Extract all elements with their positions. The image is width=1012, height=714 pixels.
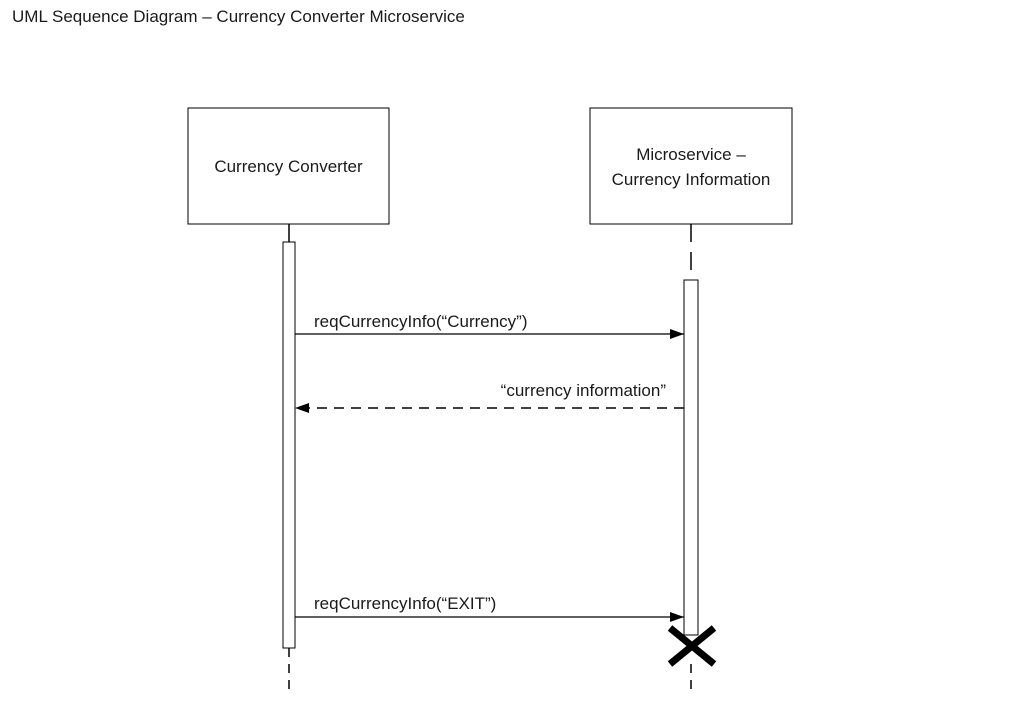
lifeline-currency-converter: Currency Converter — [187, 107, 390, 696]
message-label-req-currency: reqCurrencyInfo(“Currency”) — [314, 312, 528, 331]
lifeline-name-microservice-line2: Currency Information — [612, 170, 771, 189]
message-return-currency-information: “currency information” — [295, 381, 684, 413]
lifeline-name-microservice-line1: Microservice – — [636, 145, 746, 164]
destruction-x-icon — [667, 625, 717, 667]
message-label-req-exit: reqCurrencyInfo(“EXIT”) — [314, 594, 496, 613]
message-req-exit: reqCurrencyInfo(“EXIT”) — [295, 594, 684, 622]
lifeline-name-currency-converter: Currency Converter — [214, 157, 363, 176]
activation-bar-currency-converter — [282, 241, 296, 649]
lifeline-head-microservice — [589, 107, 793, 225]
message-req-currency: reqCurrencyInfo(“Currency”) — [295, 312, 684, 339]
lifeline-microservice: Microservice – Currency Information — [589, 107, 793, 696]
message-label-return: “currency information” — [501, 381, 667, 400]
lifeline-head-currency-converter — [187, 107, 390, 225]
diagram-title: UML Sequence Diagram – Currency Converte… — [12, 7, 465, 26]
activation-bar-microservice — [683, 279, 699, 636]
